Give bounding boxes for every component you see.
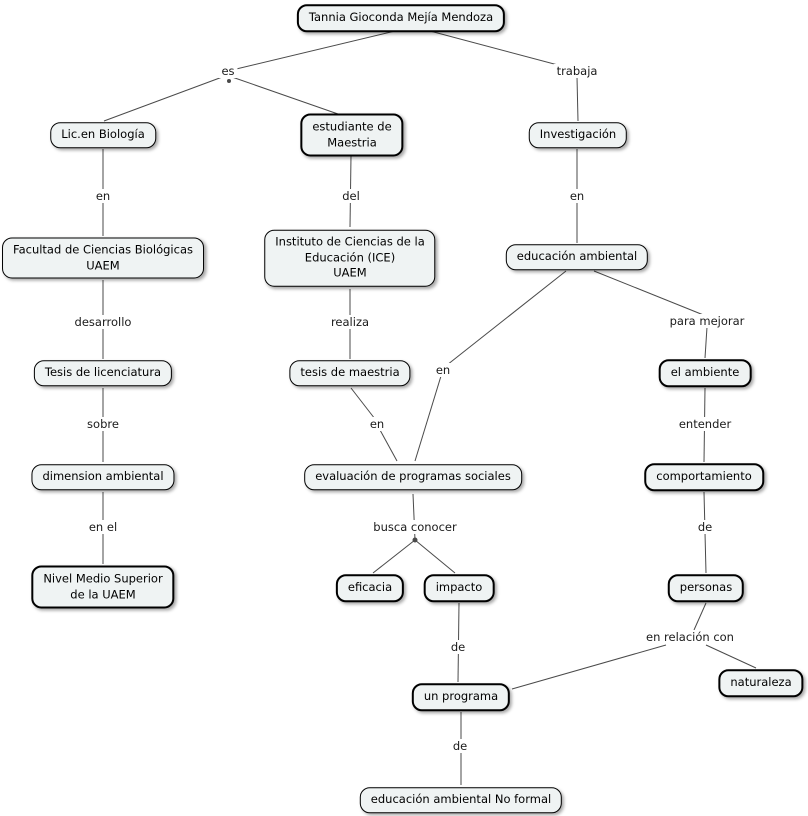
node-investigacion[interactable]: Investigación: [528, 122, 628, 148]
edge-label-de-2[interactable]: de: [447, 640, 469, 654]
node-tesis-maestria[interactable]: tesis de maestria: [289, 360, 411, 386]
node-instituto-ice[interactable]: Instituto de Ciencias de la Educación (I…: [264, 229, 436, 287]
node-eficacia[interactable]: eficacia: [335, 574, 405, 602]
edge-label-del[interactable]: del: [339, 189, 363, 203]
node-lic-biologia[interactable]: Lic.en Biología: [50, 122, 156, 148]
edge-label-sobre[interactable]: sobre: [84, 417, 122, 431]
node-un-programa[interactable]: un programa: [411, 683, 511, 711]
edge-label-realiza[interactable]: realiza: [327, 315, 373, 329]
node-evaluacion-programas[interactable]: evaluación de programas sociales: [304, 464, 522, 490]
node-estudiante-maestria[interactable]: estudiante de Maestria: [300, 113, 404, 157]
node-el-ambiente[interactable]: el ambiente: [658, 359, 752, 387]
node-educacion-ambiental[interactable]: educación ambiental: [505, 244, 649, 270]
node-personas[interactable]: personas: [667, 574, 745, 602]
edge-label-en-relacion-con[interactable]: en relación con: [643, 630, 737, 644]
node-nivel-medio-superior[interactable]: Nivel Medio Superior de la UAEM: [31, 565, 175, 609]
node-naturaleza[interactable]: naturaleza: [718, 669, 804, 697]
edge-label-es[interactable]: es: [218, 64, 238, 78]
edge-label-en-1[interactable]: en: [92, 189, 114, 203]
edge-label-en-2[interactable]: en: [566, 189, 588, 203]
edge-label-busca-conocer[interactable]: busca conocer: [370, 520, 460, 534]
edge-label-de-3[interactable]: de: [449, 739, 471, 753]
node-facultad-ciencias[interactable]: Facultad de Ciencias Biológicas UAEM: [2, 237, 204, 279]
node-impacto[interactable]: impacto: [423, 574, 495, 602]
node-educacion-no-formal[interactable]: educación ambiental No formal: [359, 787, 563, 813]
edge-label-de-1[interactable]: de: [694, 520, 716, 534]
edge-label-desarrollo[interactable]: desarrollo: [71, 315, 135, 329]
edge-label-para-mejorar[interactable]: para mejorar: [666, 314, 748, 328]
node-dimension-ambiental[interactable]: dimension ambiental: [31, 464, 175, 490]
edge-label-trabaja[interactable]: trabaja: [553, 64, 601, 78]
edge-label-entender[interactable]: entender: [675, 417, 735, 431]
node-comportamiento[interactable]: comportamiento: [644, 463, 764, 491]
edge-label-en-3[interactable]: en: [432, 363, 454, 377]
edge-label-en-el[interactable]: en el: [85, 520, 121, 534]
node-tannia-gioconda[interactable]: Tannia Gioconda Mejía Mendoza: [296, 4, 506, 32]
node-tesis-licenciatura[interactable]: Tesis de licenciatura: [33, 360, 173, 386]
edge-label-en-4[interactable]: en: [366, 417, 388, 431]
